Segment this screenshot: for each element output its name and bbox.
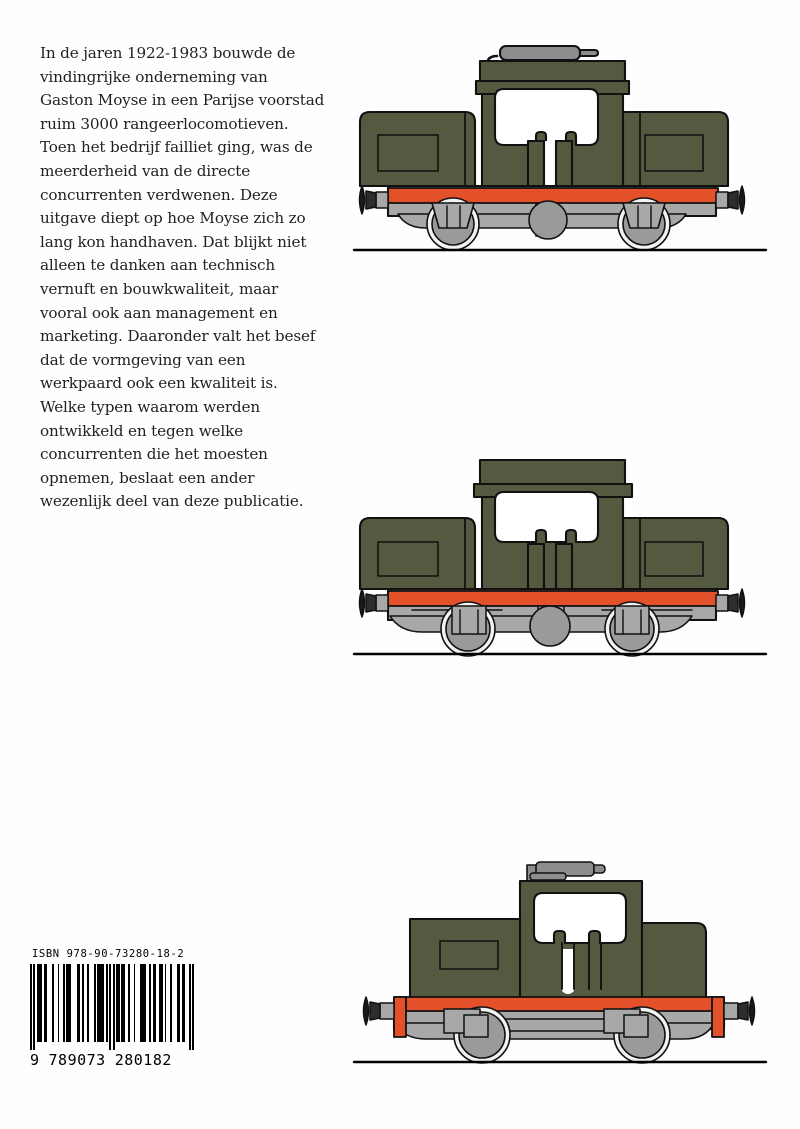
- locomotive-illustration-bottom: [352, 845, 770, 1073]
- blurb-paragraph: In de jaren 1922-1983 bouwde de vindingr…: [40, 44, 325, 511]
- isbn-barcode-block: ISBN 978-90-73280-18-2 9 789073 280182: [30, 948, 194, 1069]
- barcode-bars: [30, 964, 194, 1050]
- barcode-digit-right-group: 280182: [114, 1051, 172, 1069]
- locomotive-illustration-top: [352, 28, 770, 256]
- isbn-label: ISBN 978-90-73280-18-2: [32, 948, 185, 960]
- barcode-digit-left-group: 789073: [48, 1051, 106, 1069]
- locomotive-illustration-middle: [352, 440, 770, 668]
- barcode-digits: 9 789073 280182: [30, 1051, 194, 1069]
- barcode-digit-lead: 9: [30, 1051, 40, 1069]
